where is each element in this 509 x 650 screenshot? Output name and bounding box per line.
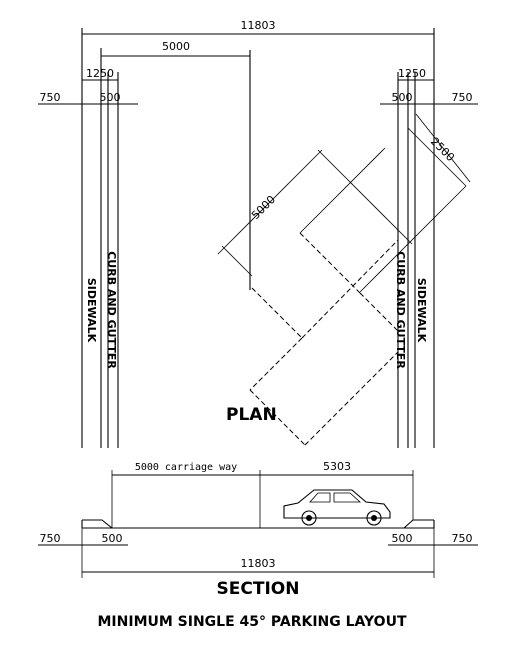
car-illustration [283, 489, 391, 526]
section-left-sidewalk-label: 750 [40, 532, 61, 545]
plan-view: 11803 5000 1250 750 500 1250 500 750 [38, 19, 478, 448]
right-sidewalk-label: 750 [452, 91, 473, 104]
plan-title: PLAN [226, 405, 277, 425]
right-curb-label: 500 [392, 91, 413, 104]
left-offset-dimensions: 1250 750 500 [38, 67, 138, 105]
section-title: SECTION [217, 579, 300, 599]
road-profile [81, 519, 435, 529]
section-view: 5000 carriage way 5303 750 500 [38, 460, 478, 599]
overall-width-dimension-bottom: 11803 [81, 528, 435, 578]
stall-length-label: 5000 [249, 193, 278, 222]
carriage-way-label: 5000 carriage way [135, 462, 237, 473]
section-top-dimensions: 5000 carriage way 5303 [111, 460, 414, 528]
carriage-width-dimension: 5000 [101, 40, 250, 57]
overall-width-bottom-label: 11803 [241, 557, 276, 570]
right-outer-label: 1250 [398, 67, 426, 80]
section-bottom-small-dimensions: 750 500 500 750 [38, 532, 478, 546]
left-outer-label: 1250 [86, 67, 114, 80]
left-sidewalk-label: 750 [40, 91, 61, 104]
right-offset-dimensions: 1250 500 750 [380, 67, 478, 105]
curb-gutter-right-label: CURB AND GUTTER [394, 251, 407, 369]
drawing-title: MINIMUM SINGLE 45° PARKING LAYOUT [98, 614, 407, 630]
plan-edge-lines [81, 28, 435, 448]
sidewalk-left-label: SIDEWALK [85, 278, 98, 343]
left-curb-label: 500 [100, 91, 121, 104]
section-left-curb-label: 500 [102, 532, 123, 545]
section-right-sidewalk-label: 750 [452, 532, 473, 545]
curb-gutter-left-label: CURB AND GUTTER [105, 251, 118, 369]
carriage-width-label: 5000 [162, 40, 190, 53]
section-right-curb-label: 500 [392, 532, 413, 545]
parking-zone-label: 5303 [323, 460, 351, 473]
overall-width-top-label: 11803 [241, 19, 276, 32]
overall-width-dimension-top: 11803 [81, 19, 435, 38]
sidewalk-right-label: SIDEWALK [415, 278, 428, 343]
parking-stalls [217, 113, 471, 446]
